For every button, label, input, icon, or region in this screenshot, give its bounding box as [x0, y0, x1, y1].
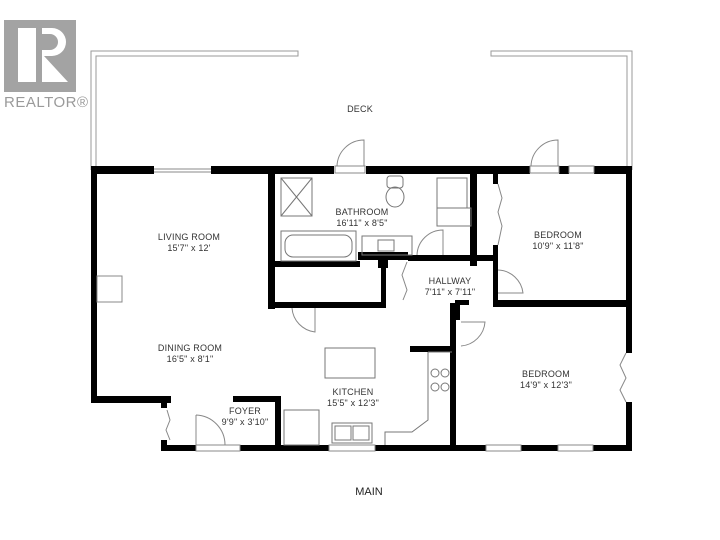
fixtures: [280, 175, 472, 446]
deck-label: DECK: [347, 104, 373, 114]
floor-name: MAIN: [355, 486, 383, 498]
realtor-brand-text: REALTOR®: [4, 94, 89, 111]
walls: [91, 166, 632, 451]
realtor-r-logo-icon: [4, 20, 76, 92]
deck-railing: [90, 50, 633, 170]
doors-windows: [96, 139, 627, 452]
realtor-watermark: REALTOR®: [4, 20, 88, 111]
